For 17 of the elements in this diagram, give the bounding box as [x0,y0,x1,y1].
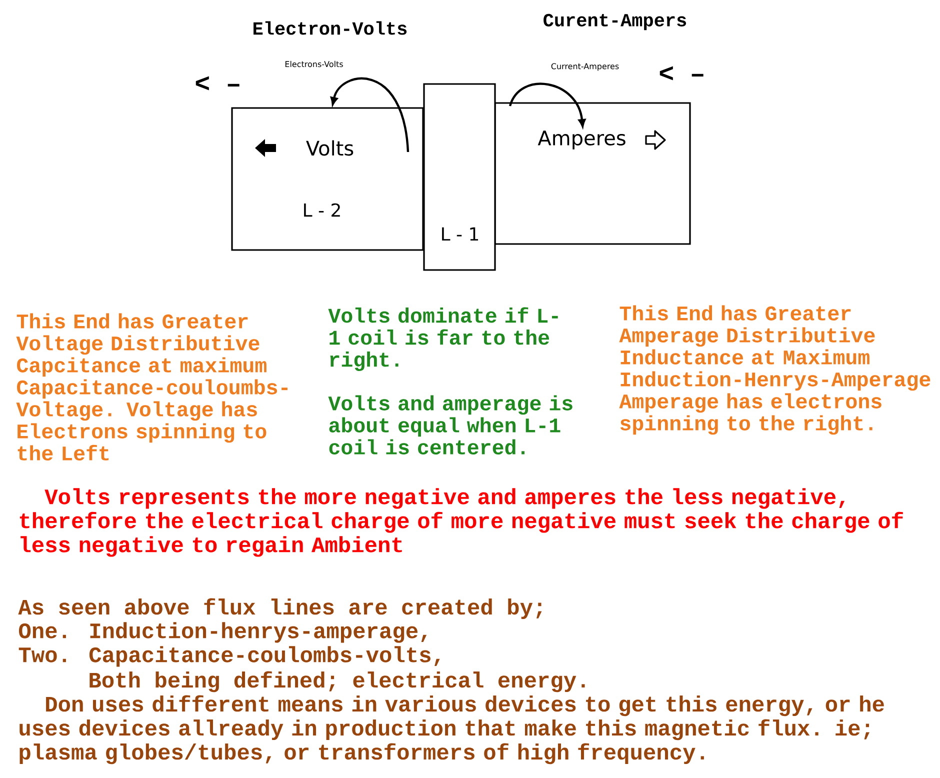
arrow-label: Current-Amperes [551,63,619,71]
heading: Electron-Volts [254,21,407,35]
note-paragraph: Volts and amperage is about equal when L-1 coil is centered. [328,395,572,454]
heading: Curent-Ampers [544,14,686,30]
arrow-label: Electrons-Volts [285,60,343,68]
note-line: As seen above flux lines are created by; [18,598,542,620]
note-paragraph: This End has Greater Voltage Distributive Capcitance at maximum Capacitance-couloumbs-Voltage. Voltage has Electrons spinning to the Left [16,313,288,460]
note-line: One. Induction-henrys-amperage, [18,622,427,643]
note-paragraph: This End has Greater Amperage Distributive Inductance at Maximum Induction-Henrys-Amperage Amperage has electrons spinning to the right. [619,305,930,435]
note-line: Both being defined; electrical energy. [90,671,585,692]
direction-label: < – [660,66,704,80]
core-box: L - 1 [423,83,496,271]
note-paragraph: Don uses different means in various devices to get this energy, or he uses devices allready in production that make this magnetic flux. ie; plasma globes/tubes, or transformers of high frequency. [20,695,884,764]
note-line: Two. Capacitance-coulombs-volts, [18,646,440,667]
note-paragraph: Volts represents the more negative and amperes the less negative, therefore the electrical charge of more negative must seek the charge of less negative to regain Ambient [20,488,903,557]
note-paragraph: Volts dominate if L-1 coil is far to the right. [328,307,558,371]
direction-label: < – [196,76,240,90]
